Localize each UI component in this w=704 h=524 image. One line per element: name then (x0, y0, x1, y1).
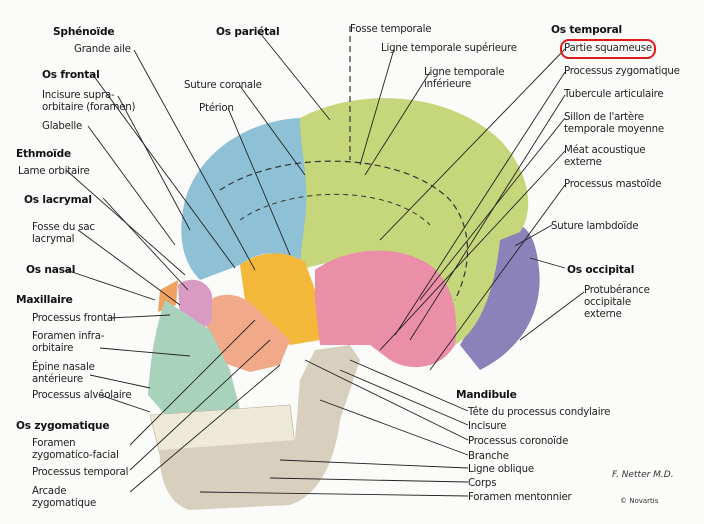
leader-line (102, 197, 189, 291)
label-ligne-sup: Ligne temporale supérieure (381, 43, 517, 54)
leader-line (419, 117, 566, 301)
leader-line (349, 359, 469, 412)
leader-line (364, 71, 431, 176)
label-meat: Méat acoustique externe (564, 145, 646, 168)
copyright-credit: © Novartis (620, 497, 659, 505)
label-processus-frontal: Processus frontal (32, 313, 116, 324)
leader-line (429, 184, 566, 371)
leader-line (77, 229, 181, 306)
label-epine-nasale: Épine nasale antérieure (32, 362, 95, 385)
maxilla-bone (148, 300, 240, 420)
leader-line (259, 32, 331, 121)
leader-line (129, 339, 271, 471)
frontal-bone (181, 118, 307, 280)
leader-line (129, 364, 281, 493)
temporal-bone (315, 250, 457, 368)
label-os-zygomatique: Os zygomatique (16, 420, 110, 432)
label-suture-lambdoide: Suture lambdoïde (551, 221, 639, 232)
leader-line (394, 71, 566, 336)
label-partie-squameuse: Partie squameuse (560, 39, 656, 59)
leader-line (529, 257, 566, 269)
label-fosse-temporale: Fosse temporale (350, 24, 432, 35)
label-coronoide: Processus coronoïde (468, 436, 569, 447)
leader-line (109, 314, 171, 319)
leader-line (269, 477, 469, 483)
leader-line (92, 74, 236, 269)
leader-line (359, 48, 395, 166)
leader-line (89, 374, 151, 389)
label-lame-orbitaire: Lame orbitaire (18, 166, 90, 177)
label-os-frontal: Os frontal (42, 69, 100, 81)
label-foramen-zyg: Foramen zygomatico-facial (32, 438, 119, 461)
label-sphenoide: Sphénoïde (53, 26, 115, 38)
leader-line (519, 291, 585, 341)
label-os-nasal: Os nasal (26, 264, 76, 276)
leader-line (199, 491, 469, 497)
mandible-bone (159, 345, 360, 510)
leader-line (99, 347, 191, 357)
leader-line (117, 95, 191, 231)
label-foramen-mentonnier: Foramen mentonnier (468, 492, 572, 503)
leader-line (99, 394, 151, 413)
leader-line (87, 125, 176, 246)
label-foramen-infra: Foramen infra- orbitaire (32, 331, 105, 354)
label-incisure: Incisure (468, 421, 507, 432)
label-fosse-sac: Fosse du sac lacrymal (32, 222, 95, 245)
label-processus-temporal: Processus temporal (32, 467, 129, 478)
leader-line (514, 224, 553, 247)
label-ligne-oblique: Ligne oblique (468, 464, 534, 475)
leader-line (279, 459, 469, 469)
label-processus-alveolaire: Processus alvéolaire (32, 390, 132, 401)
artist-signature: F. Netter M.D. (612, 470, 674, 480)
label-os-parietal: Os pariétal (216, 26, 280, 38)
label-os-temporal: Os temporal (551, 24, 622, 36)
label-arcade-zyg: Arcade zygomatique (32, 486, 97, 509)
leader-line (304, 359, 469, 441)
label-mastoide: Processus mastoïde (564, 179, 662, 190)
label-maxillaire: Maxillaire (16, 294, 73, 306)
occipital-bone (460, 223, 540, 370)
label-processus-zyg: Processus zygomatique (564, 66, 680, 77)
leader-line (409, 94, 566, 341)
leader-line (239, 85, 306, 176)
label-mandibule: Mandibule (456, 389, 517, 401)
leader-line (319, 399, 469, 456)
temporal-line-inferior (239, 193, 431, 226)
label-tubercule: Tubercule articulaire (564, 89, 664, 100)
label-pterion: Ptérion (199, 103, 234, 114)
label-ligne-inf: Ligne temporale inférieure (424, 67, 505, 90)
leader-line (227, 107, 291, 256)
label-corps: Corps (468, 478, 497, 489)
parietal-bone (300, 98, 529, 345)
label-protuberance: Protubérance occipitale externe (584, 285, 650, 320)
label-branche: Branche (468, 451, 509, 462)
label-incisure-supra: Incisure supra- orbitaire (foramen) (42, 90, 136, 113)
label-ethmoide: Ethmoïde (16, 148, 71, 160)
leader-line (379, 150, 566, 351)
leader-line (133, 49, 256, 271)
label-sillon: Sillon de l'artère temporale moyenne (564, 112, 664, 135)
label-glabelle: Glabelle (42, 121, 83, 132)
label-os-occipital: Os occipital (567, 264, 635, 276)
leader-line (339, 369, 469, 426)
temporal-line-superior (219, 160, 468, 301)
leader-line (65, 269, 156, 301)
label-grande-aile: Grande aile (74, 44, 131, 55)
leader-line (129, 319, 256, 446)
leader-line (379, 48, 566, 241)
label-tete-condylaire: Tête du processus condylaire (468, 407, 611, 418)
zygomatic-bone (206, 294, 290, 372)
label-os-lacrymal: Os lacrymal (24, 194, 92, 206)
label-suture-coronale: Suture coronale (184, 80, 262, 91)
